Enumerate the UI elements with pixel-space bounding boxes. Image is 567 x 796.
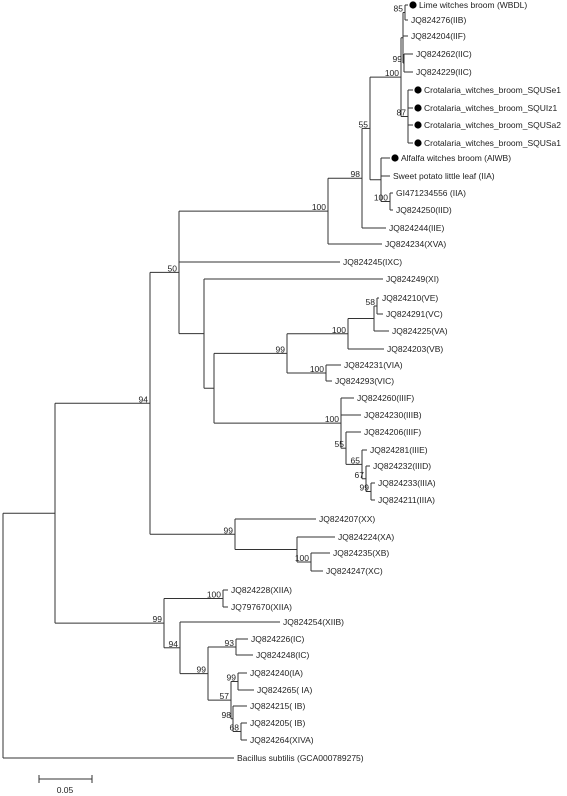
leaf-label-L39: JQ824248(IC): [256, 650, 310, 660]
bootstrap-value-N9: 98: [351, 169, 361, 179]
leaf-label-L10: Alfalfa witches broom (AlWB): [401, 153, 511, 163]
bootstrap-value-N2: 99: [393, 54, 403, 64]
leaf-label-L12: GI471234556 (IIA): [396, 188, 466, 198]
leaf-label-L7: Crotalaria_witches_broom_SQUIz1: [424, 103, 557, 113]
leaf-label-L23: JQ824293(VIC): [335, 376, 394, 386]
leaf-label-L45: Bacillus subtilis (GCA000789275): [237, 753, 364, 763]
bootstrap-value-N8: 55: [359, 119, 369, 129]
bootstrap-value-N30: 99: [227, 673, 237, 683]
leaf-label-L16: JQ824245(IXC): [343, 257, 402, 267]
bootstrap-value-N11: 58: [366, 297, 376, 307]
scale-bar: 0.05: [38, 775, 93, 795]
leaf-label-L41: JQ824265( IA): [257, 685, 312, 695]
leaf-label-L11: Sweet potato little leaf (IIA): [393, 171, 495, 181]
bootstrap-value-N35: 94: [169, 639, 179, 649]
leaf-label-L6: Crotalaria_witches_broom_SQUSe1: [424, 85, 561, 95]
leaf-label-L28: JQ824232(IIID): [373, 461, 431, 471]
leaf-label-L21: JQ824203(VB): [387, 344, 443, 354]
bootstrap-value-N33: 57: [220, 691, 230, 701]
leaf-label-L14: JQ824244(IIE): [389, 223, 444, 233]
bootstrap-value-N14: 100: [310, 364, 324, 374]
leaf-label-L37: JQ824254(XIIB): [283, 617, 344, 627]
bootstrap-value-N15: 99: [276, 344, 286, 354]
bootstrap-value-N4: 87: [397, 108, 407, 118]
leaf-label-L26: JQ824206(IIIF): [364, 427, 421, 437]
bootstrap-value-N27: 94: [139, 394, 149, 404]
bootstrap-value-N26: 99: [224, 525, 234, 535]
bootstrap-value-N31: 68: [230, 723, 240, 733]
bootstrap-values: 85 99 87 100 100 55 98 100 58 100 100 99 99 67 65 55 100…: [139, 4, 407, 733]
leaf-label-L35: JQ824228(XIIA): [231, 585, 292, 595]
bootstrap-value-N24: 100: [295, 553, 309, 563]
filled-circle-icon: [414, 121, 422, 129]
filled-circle-icon: [414, 139, 422, 147]
leaf-label-L20: JQ824225(VA): [392, 326, 448, 336]
leaf-label-L5: JQ824229(IIC): [416, 67, 472, 77]
filled-circle-icon: [409, 1, 417, 9]
filled-circle-icon: [414, 86, 422, 94]
tree-branches: [2, 4, 413, 759]
bootstrap-value-N1: 85: [394, 4, 404, 14]
leaf-label-L4: JQ824262(IIC): [416, 49, 472, 59]
leaf-label-L18: JQ824210(VE): [382, 293, 438, 303]
leaf-label-L17: JQ824249(XI): [386, 274, 439, 284]
bootstrap-value-N29: 93: [225, 638, 235, 648]
filled-circle-icon: [391, 154, 399, 162]
bootstrap-value-N6: 100: [374, 193, 388, 203]
leaf-label-L29: JQ824233(IIIA): [378, 478, 436, 488]
leaf-label-L33: JQ824235(XB): [333, 548, 389, 558]
leaf-label-L3: JQ824204(IIF): [411, 31, 466, 41]
bootstrap-value-N32: 98: [222, 710, 232, 720]
leaf-label-L22: JQ824231(VIA): [344, 360, 403, 370]
leaf-label-L25: JQ824230(IIIB): [364, 410, 422, 420]
leaf-label-L27: JQ824281(IIIE): [370, 445, 428, 455]
leaf-label-L43: JQ824205( IB): [250, 718, 305, 728]
leaf-label-L40: JQ824240(IA): [250, 668, 303, 678]
bootstrap-value-N16: 99: [360, 483, 370, 493]
bootstrap-value-N28: 100: [207, 590, 221, 600]
scale-bar-label: 0.05: [57, 785, 74, 795]
leaf-label-L13: JQ824250(IID): [396, 205, 452, 215]
leaf-label-L15: JQ824234(XVA): [385, 239, 446, 249]
bootstrap-value-N17: 67: [355, 470, 365, 480]
leaf-label-L44: JQ824264(XIVA): [250, 735, 314, 745]
bootstrap-value-N34: 99: [197, 665, 207, 675]
bootstrap-value-N18: 65: [351, 455, 361, 465]
leaf-label-L34: JQ824247(XC): [326, 566, 383, 576]
leaf-label-L1: Lime witches broom (WBDL): [419, 0, 527, 10]
leaf-label-L2: JQ824276(IIB): [411, 15, 466, 25]
bootstrap-value-N13: 100: [332, 325, 346, 335]
leaf-label-L9: Crotalaria_witches_broom_SQUSa1: [424, 138, 561, 148]
leaf-label-L8: Crotalaria_witches_broom_SQUSa2: [424, 120, 561, 130]
leaf-label-L24: JQ824260(IIIF): [357, 393, 414, 403]
bootstrap-value-N36: 99: [153, 614, 163, 624]
leaf-label-L30: JQ824211(IIIA): [378, 495, 435, 505]
filled-circle-icon: [414, 104, 422, 112]
leaf-label-L38: JQ824226(IC): [251, 634, 305, 644]
leaf-label-L32: JQ824224(XA): [338, 532, 394, 542]
bootstrap-value-N23: 50: [168, 263, 178, 273]
leaf-labels: Lime witches broom (WBDL) JQ824276(IIB) JQ…: [231, 0, 561, 763]
bootstrap-value-N5: 100: [385, 68, 399, 78]
leaf-label-L19: JQ824291(VC): [386, 309, 443, 319]
leaf-label-L42: JQ824215( IB): [250, 701, 305, 711]
leaf-label-L31: JQ824207(XX): [319, 514, 375, 524]
bootstrap-value-N20: 100: [325, 414, 339, 424]
bootstrap-value-N10: 100: [312, 202, 326, 212]
leaf-label-L36: JQ797670(XIIA): [231, 602, 292, 612]
bootstrap-value-N19: 55: [335, 439, 345, 449]
